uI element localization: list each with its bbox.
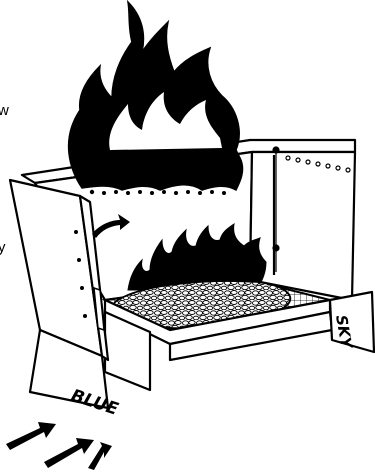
door-slot bbox=[93, 286, 105, 332]
sky-panel-label: SKY bbox=[332, 314, 356, 352]
door-holes bbox=[74, 230, 87, 318]
edge-letter-y: y bbox=[0, 239, 6, 256]
rivet-holes bbox=[272, 146, 351, 252]
flame-log-bar bbox=[108, 150, 234, 164]
airflow-arrow-icon bbox=[6, 214, 130, 470]
flame-drips bbox=[89, 189, 226, 195]
flame-inner-gap bbox=[109, 92, 222, 150]
edge-letter-w: w bbox=[0, 102, 9, 119]
base-tray bbox=[103, 298, 334, 392]
right-flap bbox=[328, 290, 375, 354]
small-flames-icon bbox=[127, 222, 267, 291]
